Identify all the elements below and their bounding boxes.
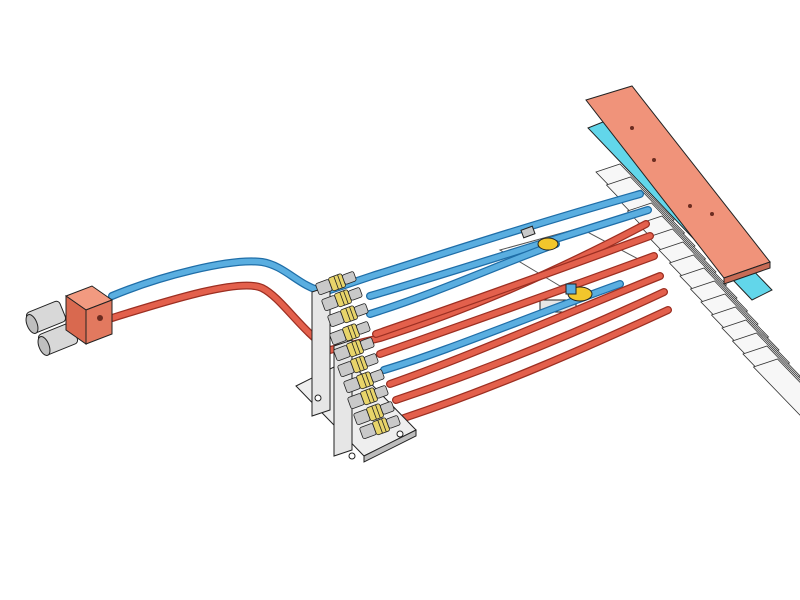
- cold-hose: [366, 240, 560, 318]
- bracket-base-edge: [363, 429, 417, 463]
- plate-screw: [630, 126, 634, 130]
- manifold-side: [85, 299, 113, 345]
- hose-fitting: [321, 287, 363, 311]
- hot-hose: [376, 252, 658, 358]
- top-plate-group: [585, 85, 773, 301]
- hot-hose: [372, 232, 654, 338]
- hot-hose: [400, 306, 672, 422]
- plate-screw: [710, 212, 714, 216]
- hose-fitting: [347, 385, 389, 409]
- coupler-blue: [565, 283, 577, 295]
- top-plate-edge: [723, 261, 771, 285]
- connector-upper: [25, 300, 67, 334]
- hose-bundle: [108, 190, 672, 422]
- hose-fitting: [353, 401, 395, 425]
- hose-couplers: [520, 225, 593, 302]
- hose-fitting: [327, 303, 369, 327]
- plate-screw: [652, 158, 656, 162]
- coupler-steel: [520, 225, 536, 239]
- fin-stack: [595, 163, 800, 416]
- fin-plate: [752, 358, 800, 416]
- hose-fitting: [337, 353, 379, 377]
- hose-fitting: [343, 369, 385, 393]
- hose-fitting: [315, 271, 357, 295]
- hot-hose: [392, 288, 668, 404]
- hose-fitting: [333, 337, 375, 361]
- fitting-row: [315, 271, 401, 439]
- cold-hose: [366, 206, 652, 300]
- plate-screw: [688, 204, 692, 208]
- manifold-port: [97, 315, 103, 321]
- mount-hole: [314, 394, 322, 402]
- mount-hole: [348, 452, 356, 460]
- hose-fitting: [329, 321, 371, 345]
- cold-hose: [108, 190, 644, 300]
- inlet-outlet-manifold: [64, 285, 114, 345]
- mount-hole: [396, 430, 404, 438]
- coupler-yellow: [537, 237, 559, 251]
- hose-fitting: [359, 415, 401, 439]
- hot-hose: [386, 272, 664, 388]
